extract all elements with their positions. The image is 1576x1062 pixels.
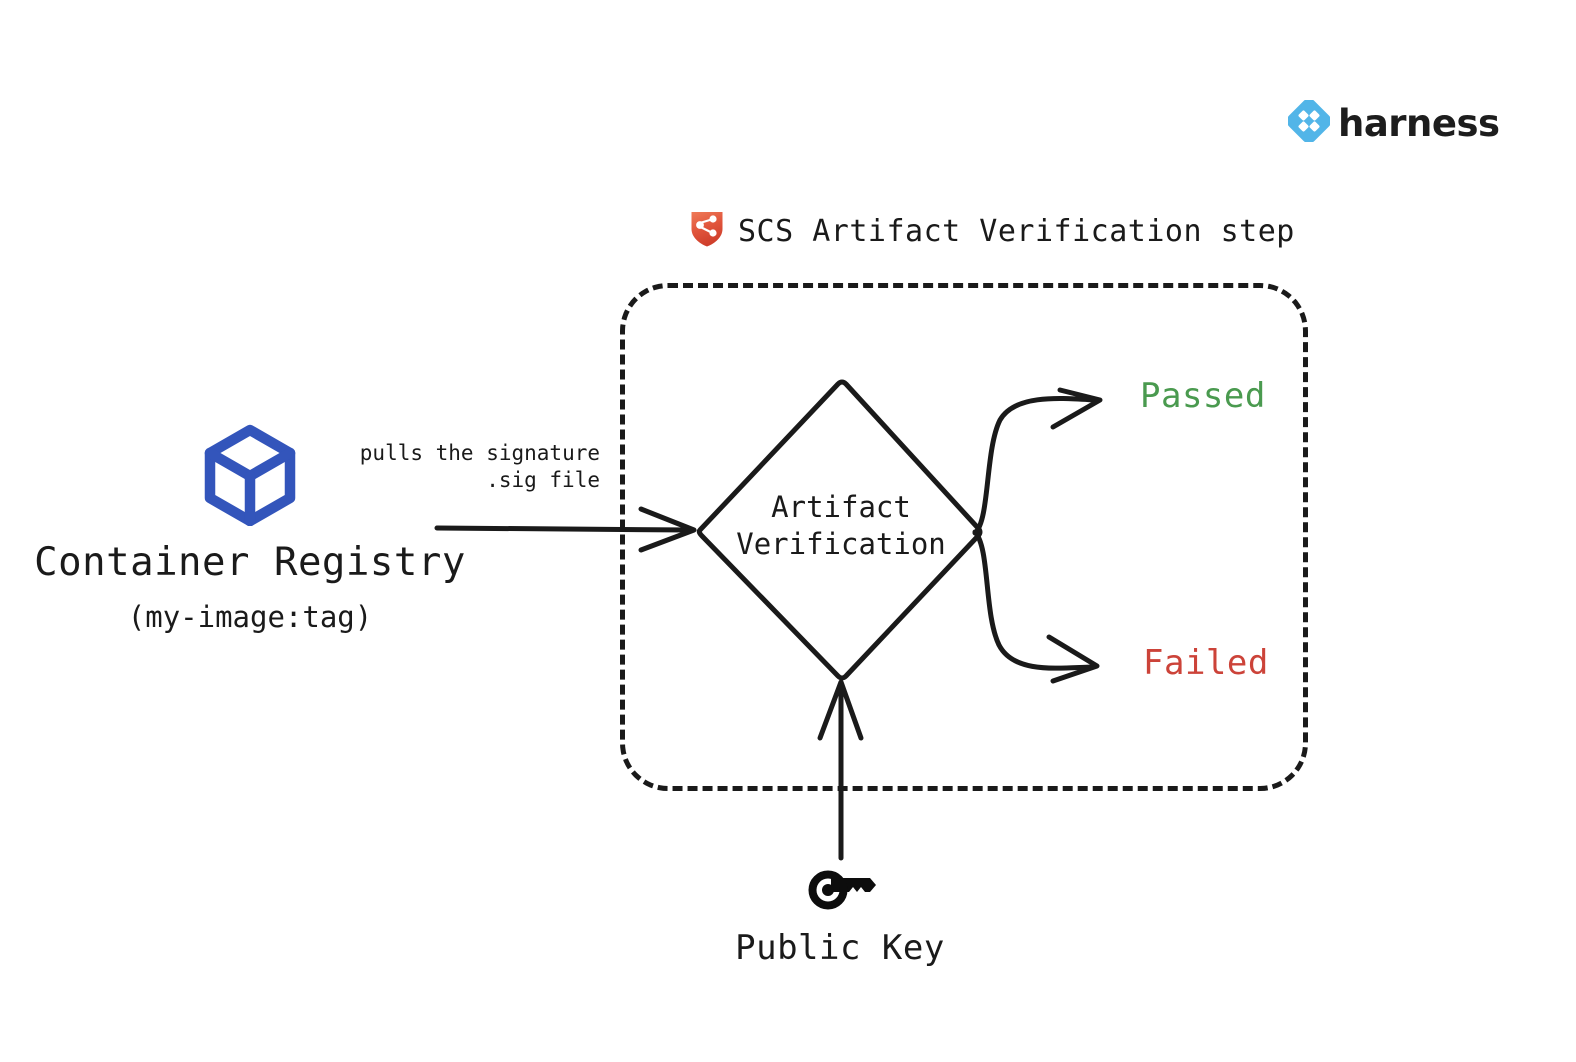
harness-diamond-icon [1286,98,1332,146]
public-key-label: Public Key [735,928,945,968]
edge-label-line1: pulls the signature [359,441,600,465]
harness-wordmark: harness [1338,101,1500,145]
registry-label: Container Registry [34,540,466,585]
decision-label-line2: Verification [736,527,946,561]
edge-label-line2: .sig file [486,468,600,492]
outcome-failed-label: Failed [1143,643,1269,683]
container-cube-icon [202,424,298,530]
step-title: SCS Artifact Verification step [690,210,1295,252]
scs-step-boundary [620,283,1308,791]
registry-sublabel: (my-image:tag) [127,600,373,634]
outcome-passed-label: Passed [1140,376,1266,416]
key-icon [808,866,878,918]
edge-label-pulls-signature: pulls the signature .sig file [330,440,600,494]
step-title-text: SCS Artifact Verification step [738,213,1295,249]
decision-label: Artifact Verification [700,489,982,563]
decision-label-line1: Artifact [771,490,911,524]
harness-logo: harness [1286,98,1500,146]
shield-supply-chain-icon [690,210,724,252]
